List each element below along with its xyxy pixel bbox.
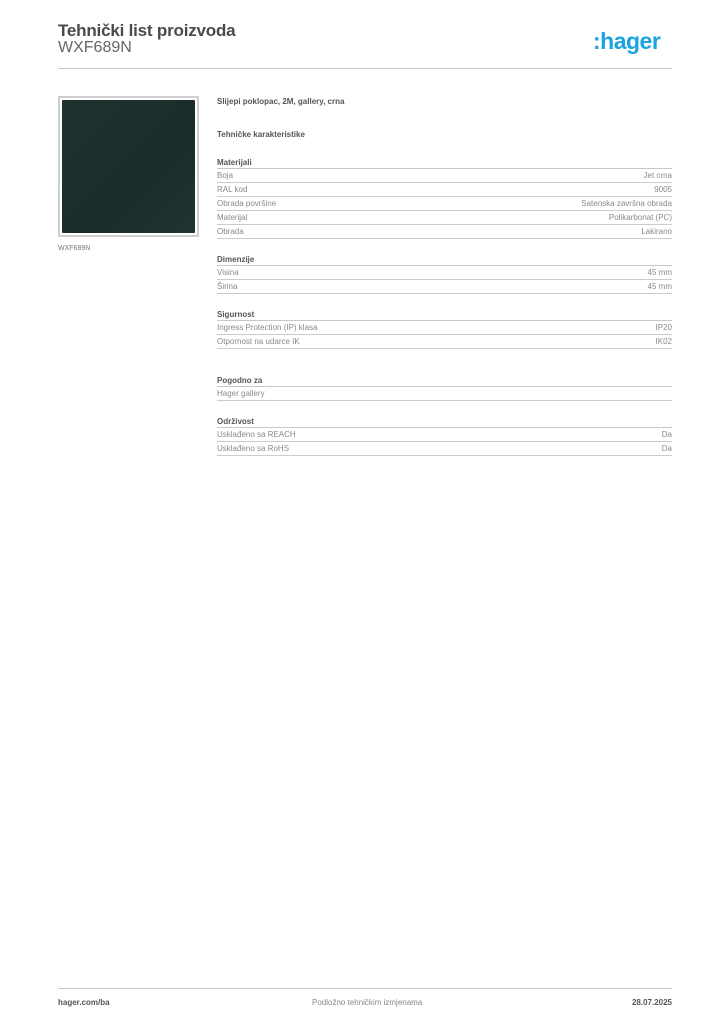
spec-value: Satenska završna obrada bbox=[581, 199, 672, 208]
spec-row: Širina 45 mm bbox=[217, 280, 672, 294]
spec-label: Širina bbox=[217, 282, 238, 291]
product-code: WXF689N bbox=[58, 39, 132, 56]
spec-row: Ingress Protection (IP) klasa IP20 bbox=[217, 321, 672, 335]
section-title: Pogodno za bbox=[217, 375, 672, 387]
spec-row: Otpornost na udarce IK IK02 bbox=[217, 335, 672, 349]
spec-label: Ingress Protection (IP) klasa bbox=[217, 323, 318, 332]
spec-row: Materijal Polikarbonat (PC) bbox=[217, 211, 672, 225]
spec-label: RAL kod bbox=[217, 185, 248, 194]
spec-row: Obrada Lakirano bbox=[217, 225, 672, 239]
spec-content: Slijepi poklopac, 2M, gallery, crna Tehn… bbox=[217, 97, 672, 456]
section-title: Dimenzije bbox=[217, 254, 672, 266]
spec-value: 45 mm bbox=[647, 282, 672, 291]
spec-value: Da bbox=[661, 430, 672, 439]
spec-row: Visina 45 mm bbox=[217, 266, 672, 280]
section-title: Sigurnost bbox=[217, 309, 672, 321]
product-description: Slijepi poklopac, 2M, gallery, crna bbox=[217, 97, 345, 106]
product-swatch bbox=[62, 100, 195, 233]
spec-row: Hager gallery bbox=[217, 387, 672, 401]
spec-label: Obrada površine bbox=[217, 199, 277, 208]
footer-date: 28.07.2025 bbox=[631, 998, 672, 1007]
spec-label: Materijal bbox=[217, 213, 248, 222]
section-title: Održivost bbox=[217, 416, 672, 428]
image-caption: WXF689N bbox=[58, 245, 91, 252]
spec-value: 45 mm bbox=[647, 268, 672, 277]
spec-value: IP20 bbox=[655, 323, 672, 332]
section-pogodno-za: Pogodno za Hager gallery bbox=[217, 375, 672, 401]
page-title: Tehnički list proizvoda bbox=[58, 21, 236, 40]
spec-value: Lakirano bbox=[641, 227, 672, 236]
spec-label: Usklađeno sa RoHS bbox=[217, 444, 290, 453]
product-image bbox=[58, 96, 199, 237]
spec-row: Boja Jet crna bbox=[217, 169, 672, 183]
spec-value: Polikarbonat (PC) bbox=[608, 213, 672, 222]
footer-divider bbox=[58, 988, 672, 989]
spec-value: Jet crna bbox=[643, 171, 672, 180]
footer-website-link[interactable]: hager.com/ba bbox=[58, 998, 110, 1007]
spec-value: 9005 bbox=[654, 185, 672, 194]
spec-label: Hager gallery bbox=[217, 389, 265, 398]
section-dimenzije: Dimenzije Visina 45 mm Širina 45 mm bbox=[217, 254, 672, 294]
spec-row: Usklađeno sa REACH Da bbox=[217, 428, 672, 442]
tech-characteristics-title: Tehničke karakteristike bbox=[217, 130, 305, 139]
section-odrzivost: Održivost Usklađeno sa REACH Da Usklađeno… bbox=[217, 416, 672, 456]
header-divider bbox=[58, 68, 672, 69]
hager-logo: :hager bbox=[593, 28, 661, 54]
section-title: Materijali bbox=[217, 157, 672, 169]
footer-notice: Podložno tehničkim izmjenama bbox=[312, 998, 423, 1007]
spec-label: Visina bbox=[217, 268, 239, 277]
spec-row: Obrada površine Satenska završna obrada bbox=[217, 197, 672, 211]
spec-label: Otpornost na udarce IK bbox=[217, 337, 300, 346]
spec-value: IK02 bbox=[655, 337, 672, 346]
spec-label: Usklađeno sa REACH bbox=[217, 430, 296, 439]
spec-value: Da bbox=[661, 444, 672, 453]
spec-row: RAL kod 9005 bbox=[217, 183, 672, 197]
spec-label: Obrada bbox=[217, 227, 244, 236]
spec-row: Usklađeno sa RoHS Da bbox=[217, 442, 672, 456]
section-materijali: Materijali Boja Jet crna RAL kod 9005 Obra… bbox=[217, 157, 672, 239]
spec-label: Boja bbox=[217, 171, 234, 180]
